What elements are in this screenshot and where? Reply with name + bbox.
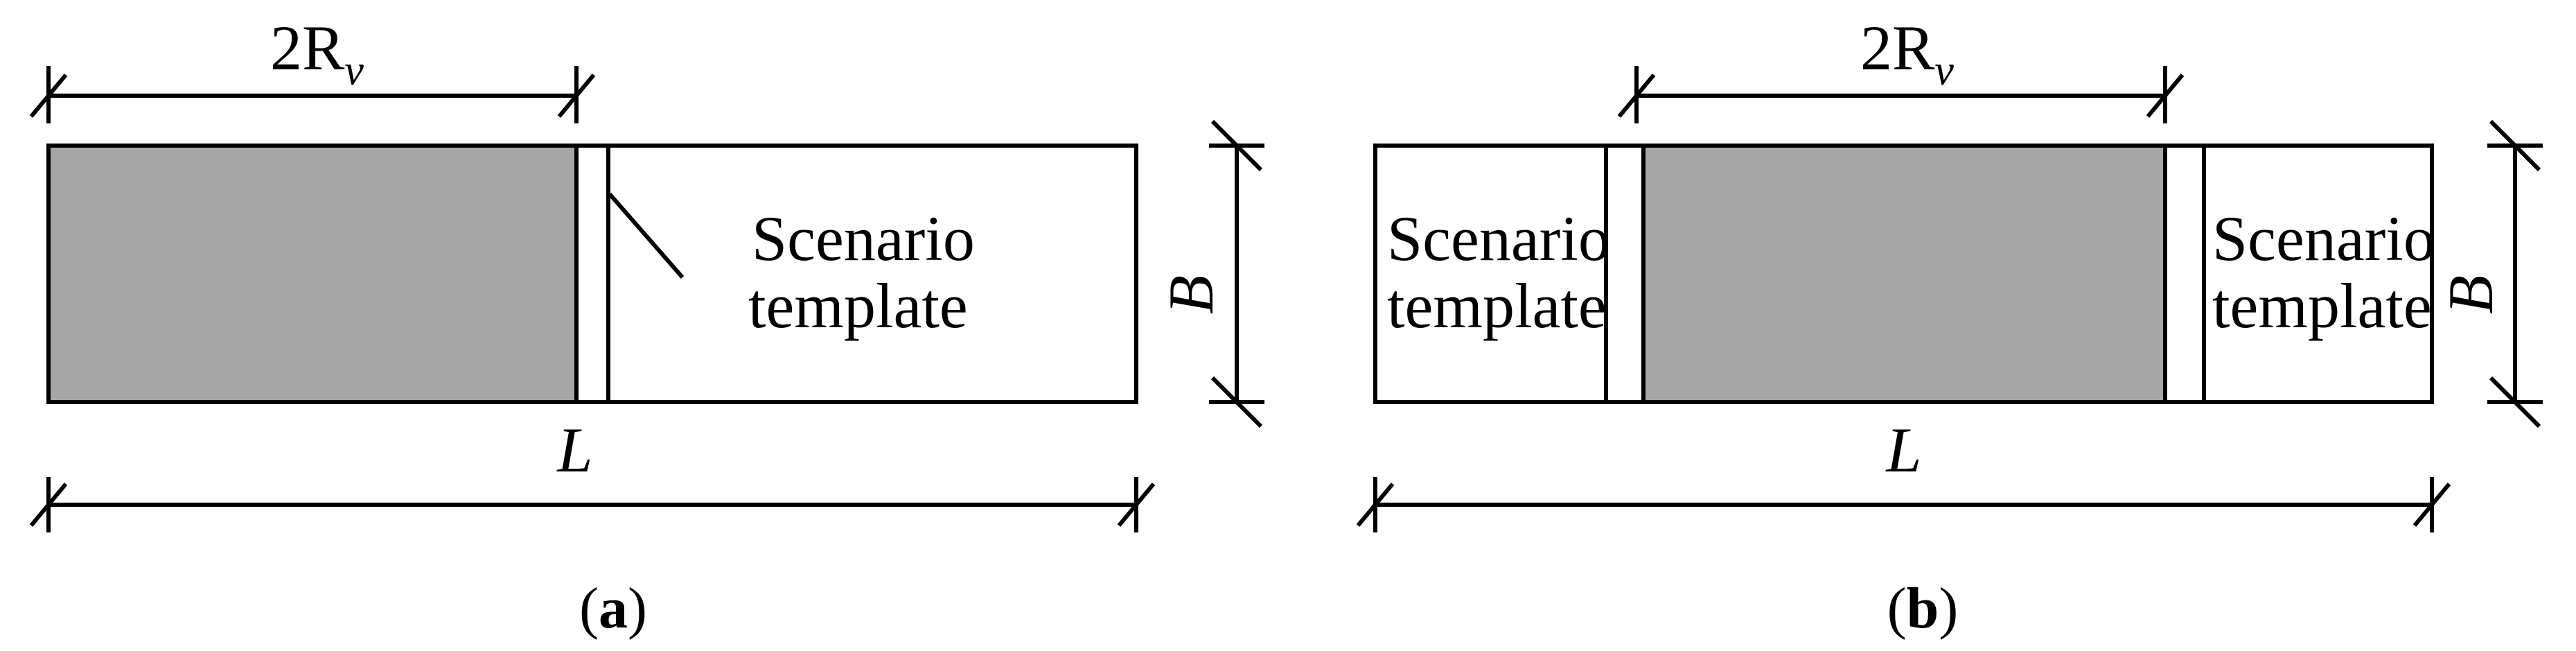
region-left-label-line2-b: template [1387,270,1607,341]
dimension-2rv-b [1617,66,2185,123]
dimension-l-b [1356,477,2451,532]
dimension-b-label-b: B [2435,275,2506,314]
region-label-line1-a: Scenario [752,203,975,274]
dimension-l-label-a: L [556,415,592,485]
dimension-b-a [1209,119,1264,428]
dimension-2rv-a [29,66,596,123]
region-label-line2-a: template [748,270,968,341]
outer-rect-b [1373,144,2434,404]
leader-line-a [608,193,685,279]
caption-a: (a) [579,576,647,641]
region-right-label-line1-b: Scenario [2212,203,2435,274]
shaded-region-a [48,146,576,402]
region-left-label-line1-b: Scenario [1387,203,1610,274]
dimension-b-b [2487,119,2543,428]
dimension-2rv-label-a: 2Rv [270,12,364,94]
dimension-b-label-a: B [1156,275,1226,314]
outer-rect-a [46,144,1138,404]
dimension-l-label-b: L [1885,415,1921,485]
dimension-l-a [29,477,1156,532]
region-right-label-line2-b: template [2212,270,2432,341]
caption-b: (b) [1887,576,1959,641]
dimension-2rv-label-b: 2Rv [1860,12,1954,94]
shaded-region-b [1643,146,2165,402]
panel-b: 2Rv Scenario template Scenario template … [1356,12,2543,641]
panel-a: 2Rv Scenario template B L (a) [29,12,1264,641]
